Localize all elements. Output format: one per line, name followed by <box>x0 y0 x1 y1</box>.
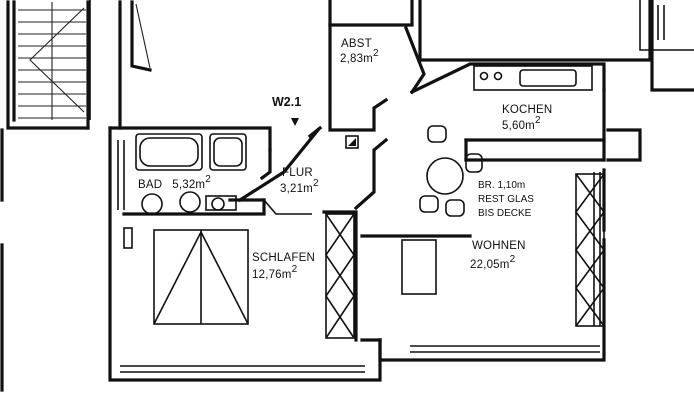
wardrobe-bedroom <box>325 213 355 339</box>
entrance-arrow-icon <box>291 118 299 126</box>
note-line-2: REST GLAS <box>478 194 534 205</box>
area-exponent: 2 <box>510 254 516 265</box>
area-exponent: 2 <box>535 115 541 126</box>
note-line-3: BIS DECKE <box>478 208 532 219</box>
note-line-1: BR. 1,10m <box>478 180 525 191</box>
room-name: WOHNEN <box>472 240 526 252</box>
kitchen-counter <box>473 65 593 91</box>
svg-text:2,83m2: 2,83m2 <box>340 48 379 65</box>
glass-note: BR. 1,10m REST GLAS BIS DECKE <box>478 180 534 219</box>
room-area: 5,32m <box>172 179 205 191</box>
svg-text:12,76m2: 12,76m2 <box>252 264 298 281</box>
svg-text:3,21m2: 3,21m2 <box>280 178 319 195</box>
room-name: FLUR <box>282 167 313 179</box>
entrance-marker: W2.1 <box>272 95 301 126</box>
room-name: BAD <box>138 179 162 191</box>
svg-text:22,05m2: 22,05m2 <box>470 254 516 271</box>
room-label-schlafen: SCHLAFEN 12,76m2 <box>252 252 315 281</box>
room-area: 3,21m <box>280 183 313 195</box>
room-label-flur: FLUR 3,21m2 <box>280 167 319 195</box>
area-exponent: 2 <box>313 178 319 189</box>
room-label-bad: BAD 5,32m2 <box>138 174 211 191</box>
bathroom-fixtures <box>135 133 247 215</box>
wardrobe-living <box>575 173 605 327</box>
room-area: 12,76m <box>252 269 292 281</box>
staircase <box>0 0 152 392</box>
area-exponent: 2 <box>292 264 298 275</box>
bed <box>123 227 249 325</box>
windows <box>117 5 665 373</box>
sofa <box>401 239 437 295</box>
room-name: SCHLAFEN <box>252 252 315 264</box>
room-label-wohnen: WOHNEN 22,05m2 <box>470 240 526 271</box>
apartment-id: W2.1 <box>272 95 301 109</box>
interior-walls <box>122 23 606 342</box>
room-area: 22,05m <box>470 259 510 271</box>
room-label-kochen: KOCHEN 5,60m2 <box>502 104 552 132</box>
room-name: ABST <box>341 38 372 50</box>
room-label-abst: ABST 2,83m2 <box>340 38 379 65</box>
svg-text:5,60m2: 5,60m2 <box>502 115 541 132</box>
room-area: 5,60m <box>502 120 535 132</box>
stair-treads <box>18 2 86 120</box>
area-exponent: 2 <box>373 48 379 59</box>
area-exponent: 2 <box>205 174 211 185</box>
room-area: 2,83m <box>340 53 373 65</box>
shaft-marker <box>345 135 359 149</box>
room-name: KOCHEN <box>502 104 552 116</box>
dining-table <box>419 125 483 217</box>
